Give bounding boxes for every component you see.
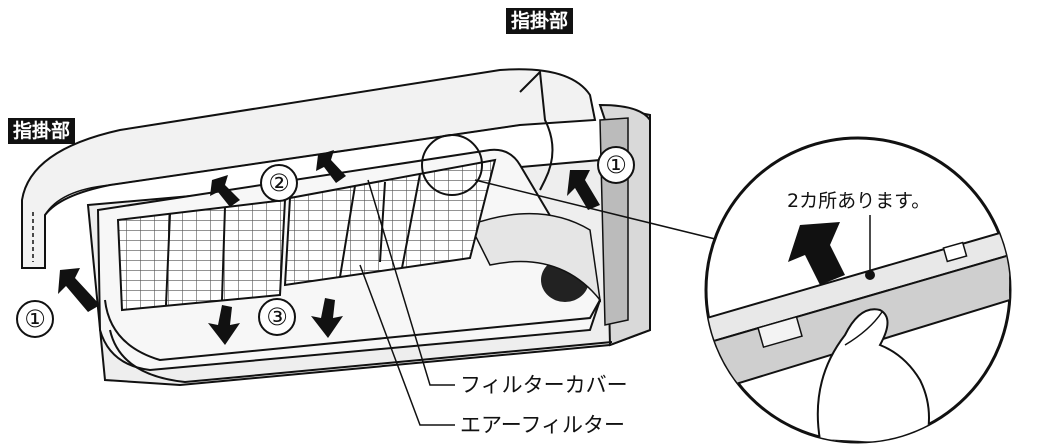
arrow-up-icon (567, 170, 600, 210)
two-places-note: 2カ所あります。 (787, 190, 931, 212)
air-filter-left (116, 198, 287, 312)
step-2-badge: ② (260, 164, 298, 202)
arrow-up-icon (788, 222, 845, 285)
step-1-right-badge: ① (597, 146, 635, 184)
step-1-left-badge: ① (16, 300, 54, 338)
step-3-badge: ③ (258, 298, 296, 336)
arrow-down-icon (208, 305, 240, 345)
finger-grip-label-top: 指掛部 (506, 8, 574, 34)
arrow-down-icon (311, 298, 343, 338)
air-filter-label: エアーフィルター (460, 413, 626, 437)
arrow-up-icon (316, 150, 346, 183)
finger-grip-label-left: 指掛部 (8, 118, 76, 144)
front-panel (21, 68, 597, 269)
filter-cover-label: フィルターカバー (460, 373, 628, 397)
arrow-up-icon (210, 175, 240, 207)
air-filter-right (283, 158, 497, 287)
hand-icon (816, 308, 930, 442)
filter-cover-strip (379, 181, 386, 263)
zoom-detail (704, 136, 1012, 444)
detail-highlight-circle (421, 134, 483, 196)
arrow-up-icon (58, 268, 100, 312)
